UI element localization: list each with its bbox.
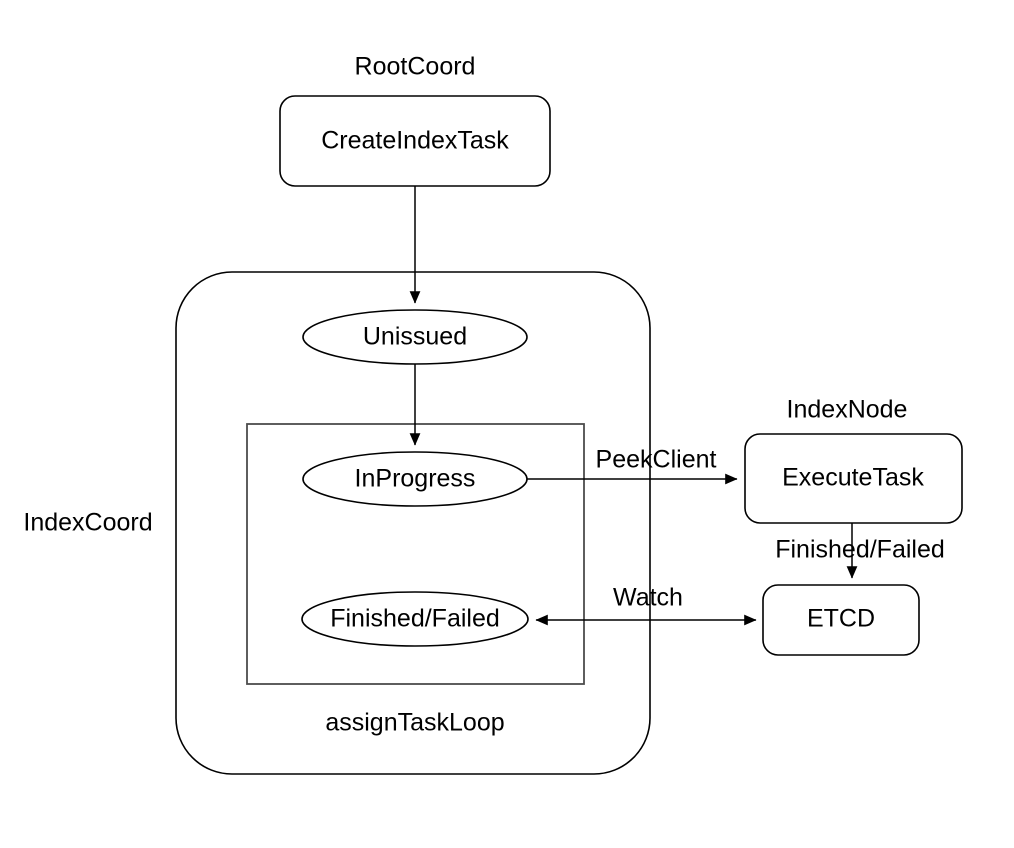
group-label-indexnode: IndexNode [787, 396, 908, 424]
group-label-indexcoord: IndexCoord [23, 509, 152, 537]
node-execute-task[interactable] [744, 433, 963, 524]
node-label-unissued: Unissued [363, 323, 467, 351]
group-container-indexcoord [175, 271, 651, 775]
group-label-rootcoord: RootCoord [355, 53, 476, 81]
node-label-create-index-task: CreateIndexTask [321, 127, 509, 155]
edge-label-watch: Watch [613, 584, 683, 612]
node-create-index-task[interactable] [279, 95, 551, 187]
group-label-assign-task-loop: assignTaskLoop [325, 709, 504, 737]
node-finished-failed[interactable] [301, 591, 529, 647]
node-etcd[interactable] [762, 584, 920, 656]
edge-label-finished-failed: Finished/Failed [775, 536, 945, 564]
node-label-etcd: ETCD [807, 605, 875, 633]
node-label-execute-task: ExecuteTask [782, 464, 924, 492]
node-in-progress[interactable] [302, 451, 528, 507]
node-unissued[interactable] [302, 309, 528, 365]
node-label-finished-failed: Finished/Failed [330, 605, 500, 633]
edge-label-peek-client: PeekClient [596, 446, 717, 474]
node-label-in-progress: InProgress [355, 465, 476, 493]
